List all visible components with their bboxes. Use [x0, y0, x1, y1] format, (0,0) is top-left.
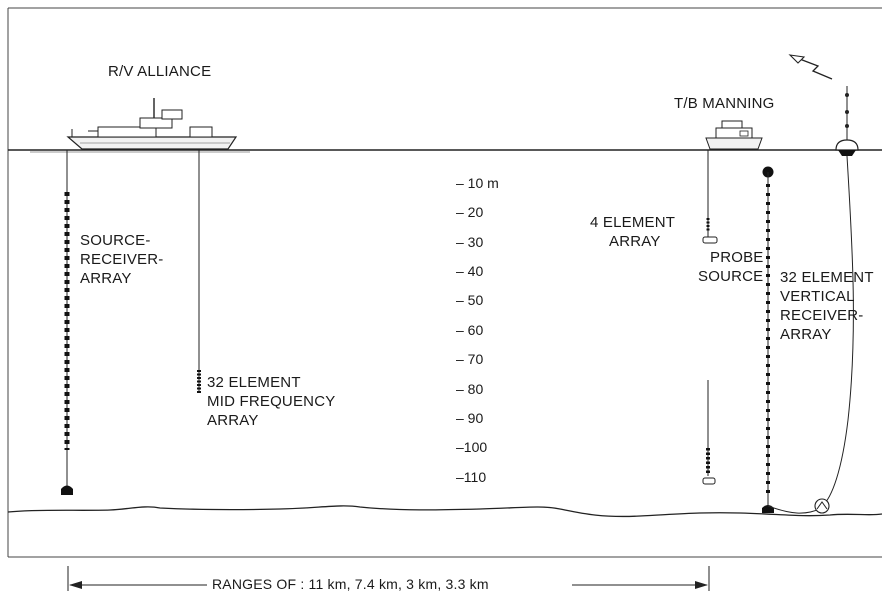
- depth-tick-label: –100: [456, 439, 488, 455]
- probe-source-icon: [702, 236, 718, 244]
- label-line: RECEIVER-: [80, 251, 164, 268]
- depth-tick-label: – 30: [456, 234, 484, 250]
- label-line: SOURCE: [698, 268, 764, 285]
- depth-tick-label: – 20: [456, 204, 484, 220]
- label-line: 32 ELEMENT: [207, 374, 301, 391]
- anchor-weight-icon: [61, 485, 73, 495]
- seafloor: [7, 505, 882, 518]
- ship-label-manning: T/B MANNING: [674, 95, 775, 112]
- label-line: PROBE: [710, 249, 764, 266]
- ship-label-alliance: R/V ALLIANCE: [108, 63, 212, 80]
- label-line: RECEIVER-: [780, 307, 864, 324]
- probe-source-label: PROBE SOURCE: [698, 248, 764, 286]
- ground-line: [767, 505, 823, 514]
- bottom-anchor-icon: [814, 498, 830, 514]
- ranges-label: RANGES OF : 11 km, 7.4 km, 3 km, 3.3 km: [212, 576, 489, 592]
- depth-tick-label: – 10 m: [456, 175, 499, 191]
- ship-icon: [705, 120, 763, 150]
- ranges-arrow: [67, 566, 710, 591]
- depth-tick-label: – 80: [456, 381, 484, 397]
- label-line: MID FREQUENCY: [207, 393, 336, 410]
- label-line: ARRAY: [80, 270, 132, 287]
- depth-tick-label: – 60: [456, 322, 484, 338]
- label-line: ARRAY: [207, 412, 259, 429]
- depth-tick-label: – 50: [456, 292, 484, 308]
- lower-probe-source-icon: [702, 477, 716, 485]
- mid-freq-label: 32 ELEMENT MID FREQUENCY ARRAY: [207, 373, 335, 430]
- label-line: ARRAY: [609, 233, 661, 250]
- four-element-label: 4 ELEMENT ARRAY: [590, 213, 675, 251]
- vertical-receiver-label: 32 ELEMENT VERTICAL RECEIVER- ARRAY: [780, 268, 874, 344]
- depth-tick-label: – 90: [456, 410, 484, 426]
- buoy-icon: [835, 86, 859, 156]
- depth-tick-label: –110: [456, 469, 487, 485]
- source-receiver-label: SOURCE- RECEIVER- ARRAY: [80, 231, 163, 288]
- ship-icon: [66, 98, 238, 150]
- buoy-mooring-line: [821, 155, 854, 507]
- label-line: ARRAY: [780, 326, 832, 343]
- radio-link-icon: [788, 54, 833, 80]
- label-line: VERTICAL: [780, 288, 855, 305]
- label-line: 32 ELEMENT: [780, 269, 874, 286]
- label-line: 4 ELEMENT: [590, 214, 676, 231]
- depth-tick-label: – 40: [456, 263, 484, 279]
- depth-tick-label: – 70: [456, 351, 484, 367]
- label-line: SOURCE-: [80, 232, 151, 249]
